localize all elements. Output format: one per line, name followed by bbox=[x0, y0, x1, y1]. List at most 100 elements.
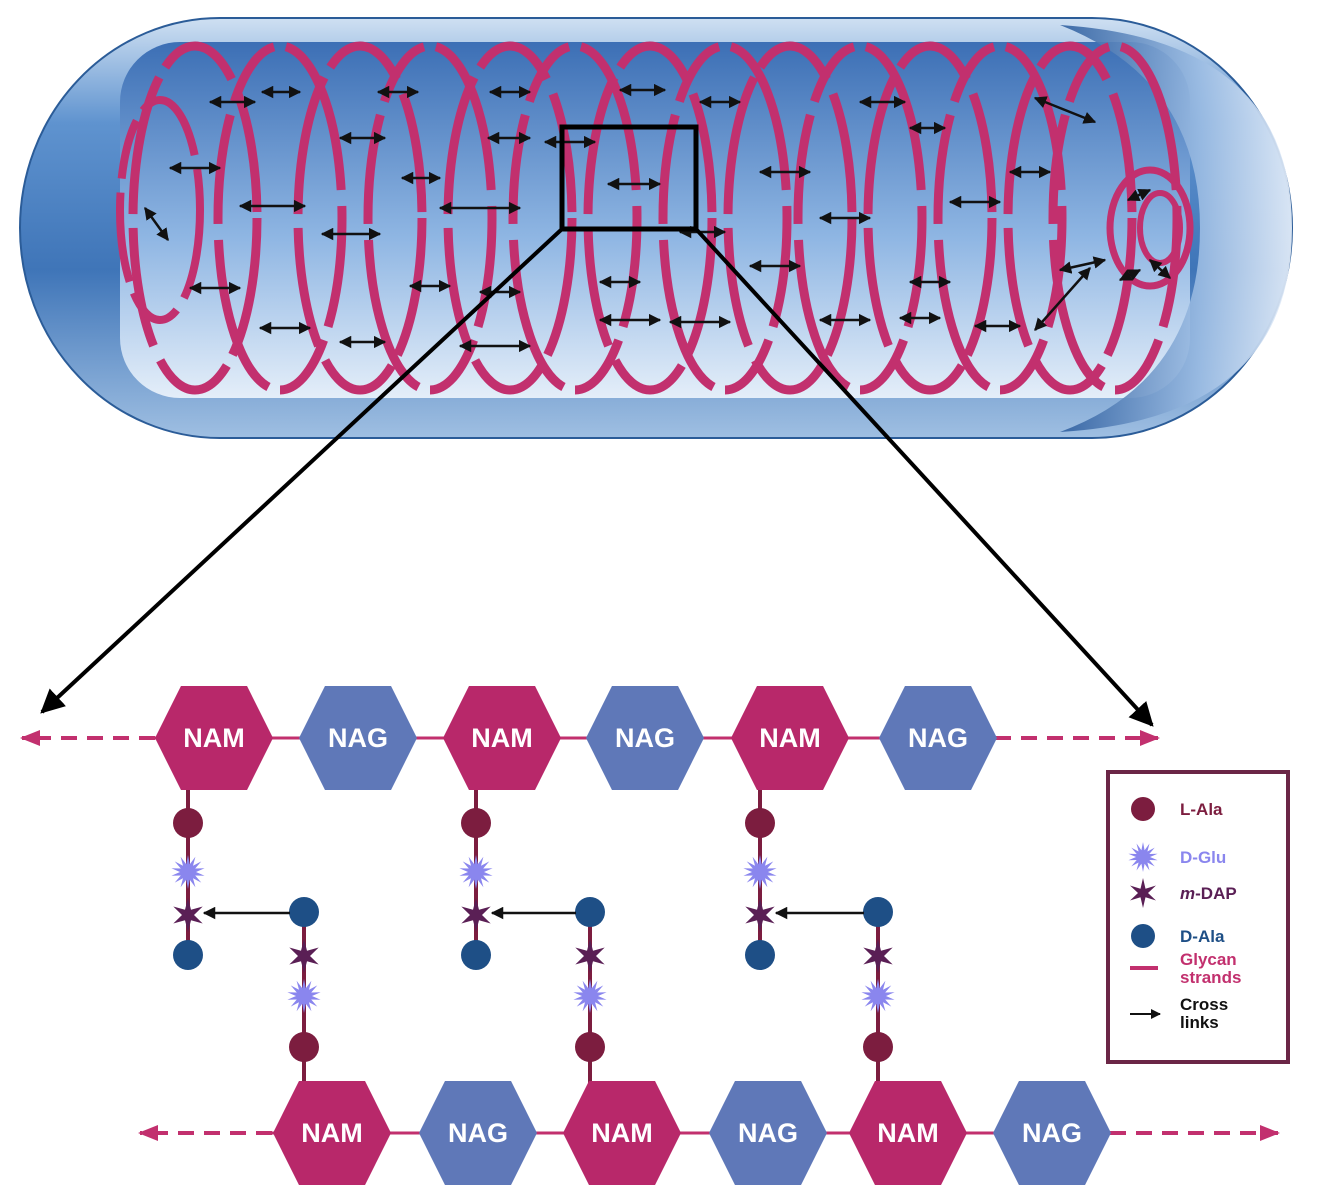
glycan-strand-turn bbox=[933, 41, 1067, 395]
cross-link-arrow bbox=[143, 206, 170, 242]
nam-label: NAM bbox=[591, 1118, 653, 1148]
nag-hexagon bbox=[879, 686, 997, 790]
d-ala-residue bbox=[745, 940, 775, 970]
cross-link-arrow bbox=[1034, 267, 1091, 331]
l-ala-residue bbox=[745, 808, 775, 838]
m-dap-star-icon bbox=[461, 898, 491, 932]
glycan-strand-turn bbox=[443, 41, 577, 395]
legend-links-label: links bbox=[1180, 1013, 1219, 1032]
nag-sugar-unit: NAG bbox=[299, 686, 417, 790]
d-ala-legend-icon bbox=[1131, 924, 1155, 948]
nam-label: NAM bbox=[877, 1118, 939, 1148]
d-glu-starburst-icon bbox=[287, 979, 321, 1013]
glycan-strand-turn bbox=[793, 41, 927, 395]
nam-hexagon bbox=[273, 1081, 391, 1185]
d-ala-residue bbox=[863, 897, 893, 927]
l-ala-residue bbox=[289, 1032, 319, 1062]
legend-d-glu-label: D-Glu bbox=[1180, 848, 1226, 867]
d-ala-residue bbox=[575, 897, 605, 927]
cell-cross-links bbox=[143, 83, 1171, 353]
nam-sugar-unit: NAM bbox=[849, 1081, 967, 1185]
cross-link-arrow bbox=[1118, 268, 1142, 282]
l-ala-residue bbox=[575, 1032, 605, 1062]
nam-hexagon bbox=[849, 1081, 967, 1185]
nag-label: NAG bbox=[1022, 1118, 1082, 1148]
glycan-strand-turn bbox=[293, 41, 427, 395]
nag-label: NAG bbox=[328, 723, 388, 753]
nag-hexagon bbox=[709, 1081, 827, 1185]
nag-label: NAG bbox=[738, 1118, 798, 1148]
glycan-strand-cap bbox=[116, 96, 204, 324]
glycan-strand-cap bbox=[1106, 166, 1194, 290]
cross-link-arrow bbox=[1126, 188, 1152, 202]
d-glu-starburst-icon bbox=[171, 855, 205, 889]
m-dap-star-icon bbox=[575, 939, 605, 973]
l-ala-residue bbox=[173, 808, 203, 838]
nag-label: NAG bbox=[908, 723, 968, 753]
legend: L-Ala D-Glu m-DAP D-Ala Glycan strands C… bbox=[1106, 770, 1290, 1064]
d-ala-residue bbox=[461, 940, 491, 970]
glycan-strand-turn bbox=[658, 41, 792, 395]
m-dap-star-icon bbox=[745, 898, 775, 932]
glycan-strand-turn bbox=[128, 41, 262, 395]
nag-label: NAG bbox=[615, 723, 675, 753]
nam-sugar-unit: NAM bbox=[155, 686, 273, 790]
cross-link-arrow bbox=[1033, 96, 1097, 124]
d-glu-starburst-icon bbox=[743, 855, 777, 889]
glycan-strand-turn bbox=[863, 41, 997, 395]
glycan-strand-turn bbox=[583, 41, 717, 395]
nag-hexagon bbox=[586, 686, 704, 790]
nam-sugar-unit: NAM bbox=[731, 686, 849, 790]
nam-sugar-unit: NAM bbox=[273, 1081, 391, 1185]
glycan-strands bbox=[20, 730, 1280, 1141]
glycan-strand-turn bbox=[1003, 41, 1137, 395]
nam-label: NAM bbox=[301, 1118, 363, 1148]
legend-glycan-label: Glycan bbox=[1180, 950, 1237, 969]
zoom-arrow-right bbox=[694, 227, 1154, 727]
nam-label: NAM bbox=[759, 723, 821, 753]
glycan-strand-turn bbox=[508, 41, 642, 395]
l-ala-residue bbox=[863, 1032, 893, 1062]
nag-sugar-unit: NAG bbox=[879, 686, 997, 790]
nam-hexagon bbox=[563, 1081, 681, 1185]
d-ala-residue bbox=[289, 897, 319, 927]
l-ala-legend-icon bbox=[1131, 797, 1155, 821]
nag-sugar-unit: NAG bbox=[709, 1081, 827, 1185]
nag-hexagon bbox=[993, 1081, 1111, 1185]
nag-sugar-unit: NAG bbox=[993, 1081, 1111, 1185]
d-glu-starburst-icon bbox=[861, 979, 895, 1013]
legend-d-ala-label: D-Ala bbox=[1180, 927, 1225, 946]
zoom-arrow-left bbox=[40, 227, 564, 714]
d-glu-starburst-icon bbox=[459, 855, 493, 889]
glycan-strand-turn bbox=[213, 41, 347, 395]
nam-sugar-unit: NAM bbox=[443, 686, 561, 790]
nag-hexagon bbox=[419, 1081, 537, 1185]
legend-l-ala-label: L-Ala bbox=[1180, 800, 1223, 819]
nam-sugar-unit: NAM bbox=[563, 1081, 681, 1185]
cross-link-arrow bbox=[1149, 259, 1171, 279]
nag-sugar-unit: NAG bbox=[586, 686, 704, 790]
d-glu-starburst-icon bbox=[1128, 842, 1158, 872]
nam-label: NAM bbox=[183, 723, 245, 753]
nam-hexagon bbox=[155, 686, 273, 790]
l-ala-residue bbox=[461, 808, 491, 838]
nam-hexagon bbox=[443, 686, 561, 790]
nam-hexagon bbox=[731, 686, 849, 790]
m-dap-star-icon bbox=[863, 939, 893, 973]
legend-cross-label: Cross bbox=[1180, 995, 1228, 1014]
glycan-strand-turn bbox=[363, 41, 497, 395]
m-dap-star-icon bbox=[173, 898, 203, 932]
nag-sugar-unit: NAG bbox=[419, 1081, 537, 1185]
legend-m-dap-label: m-DAP bbox=[1180, 884, 1237, 903]
zoom-box bbox=[559, 124, 699, 232]
legend-strands-label: strands bbox=[1180, 968, 1241, 987]
sugar-units: NAM NAG NAM NAG NAM NAG NAM NAG NAM NAG NAM NAG bbox=[155, 686, 1111, 1185]
nam-label: NAM bbox=[471, 723, 533, 753]
m-dap-star-icon bbox=[1130, 878, 1156, 908]
d-glu-legend-icon bbox=[1128, 842, 1158, 872]
d-ala-residue bbox=[173, 940, 203, 970]
nag-label: NAG bbox=[448, 1118, 508, 1148]
m-dap-star-icon bbox=[289, 939, 319, 973]
peptide-stems bbox=[171, 785, 895, 1085]
